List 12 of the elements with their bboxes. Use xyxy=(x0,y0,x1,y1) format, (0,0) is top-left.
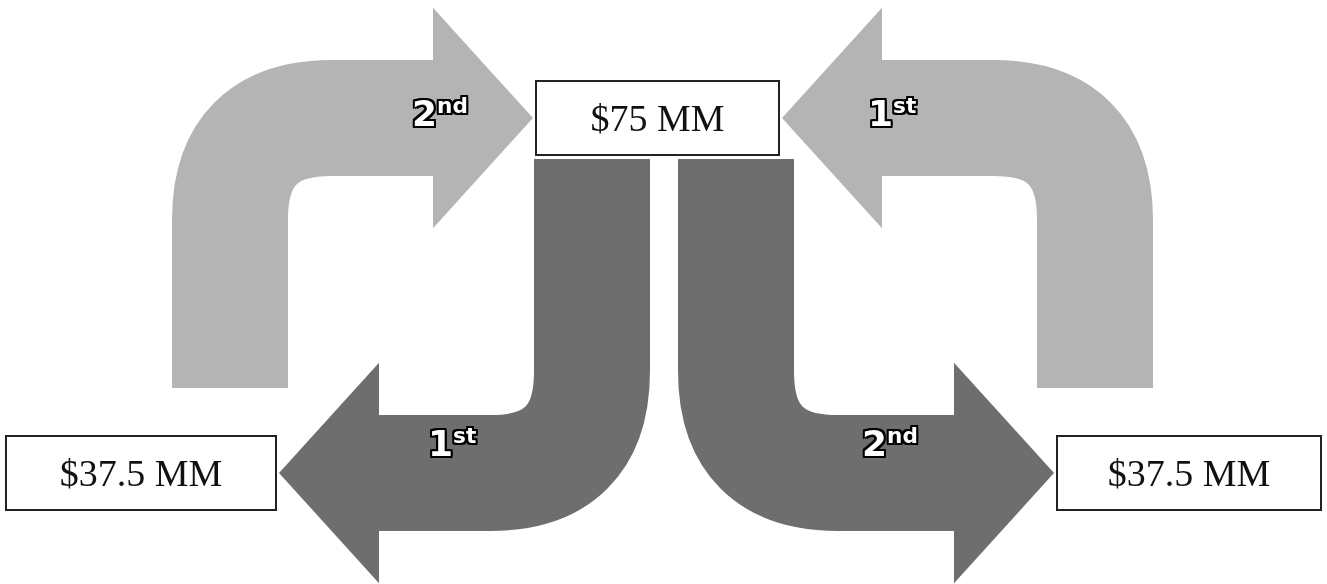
arrow xyxy=(782,7,1153,388)
edge-label: 1$^{st}$ xyxy=(868,95,917,132)
amount-box xyxy=(1056,435,1322,511)
amount-text: $37.5 MM xyxy=(1107,451,1271,495)
amount-box xyxy=(5,435,277,511)
edge-label: 2$^{nd}$ xyxy=(862,425,918,462)
amount-text: $75 MM xyxy=(590,96,725,140)
edge-label: 2$^{nd}$ xyxy=(412,95,468,132)
amount-text: $37.5 MM xyxy=(59,451,223,495)
amount-box xyxy=(535,80,780,156)
arrow xyxy=(172,7,533,388)
edge-label: 1$^{st}$ xyxy=(428,425,477,462)
